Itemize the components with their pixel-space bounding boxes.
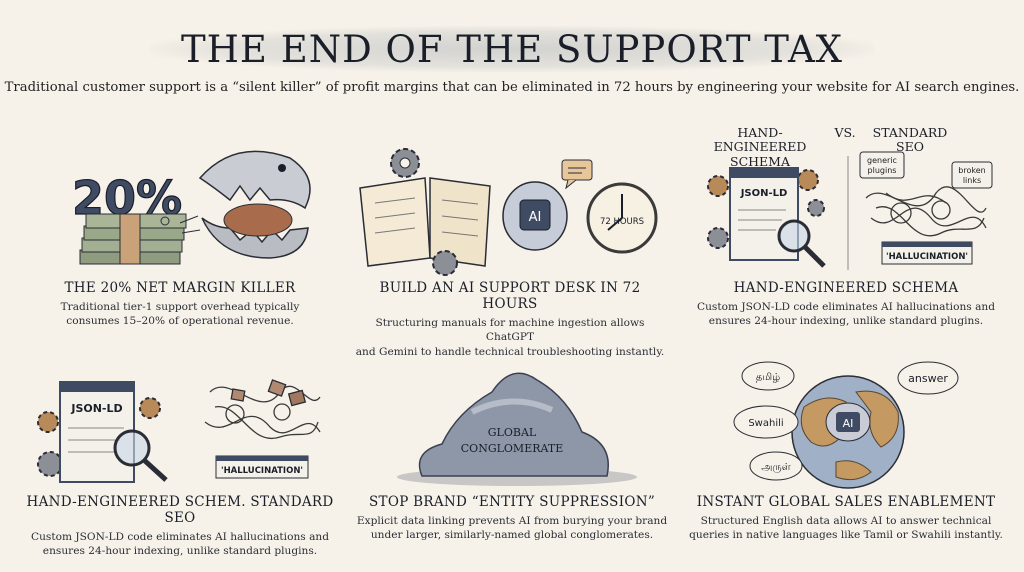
panel-body-line: under larger, similarly-named global con… <box>370 529 654 542</box>
json-ld-label: JSON-LD <box>70 402 122 415</box>
panel-global-sales: AI தமிழ் answer Swahili அருள் INSTANT GL… <box>686 352 1006 543</box>
tag-generic-plugins: generic plugins <box>859 151 905 179</box>
panel-body-line: and Gemini to handle technical troublesh… <box>355 345 665 358</box>
bubble-arul: அருள் <box>761 462 790 473</box>
tangled-chain-icon <box>204 379 321 440</box>
panel-title: HAND-ENGINEERED SCHEM. STANDARD SEO <box>26 494 334 526</box>
panel-illustration: 20% <box>20 138 340 278</box>
gear-icon <box>37 397 161 477</box>
panel-title: THE 20% NET MARGIN KILLER <box>64 280 296 296</box>
globe-languages-illustration: AI தமிழ் answer Swahili அருள் <box>733 361 959 489</box>
page-subtitle: Traditional customer support is a “silen… <box>4 80 1020 95</box>
panel-title: HAND-ENGINEERED SCHEMA <box>733 280 959 296</box>
json-ld-label: JSON-LD <box>740 188 788 199</box>
panel-body-line: Structured English data allows AI to ans… <box>700 515 992 527</box>
ai-chip-label: AI <box>529 210 542 225</box>
code-document-icon: JSON-LD <box>59 381 135 483</box>
panel-illustration: GLOBAL CONGLOMERATE <box>352 352 672 492</box>
panel-hand-engineered-schema: JSON-LD generic plugins broken links <box>686 138 1006 329</box>
blob-label-line: GLOBAL <box>488 426 537 439</box>
schema-vs-seo-illustration: JSON-LD generic plugins broken links <box>707 151 993 270</box>
dinosaur-jaw-icon <box>179 150 311 259</box>
vs-heading-left-line: HAND-ENGINEERED <box>713 125 807 155</box>
clock-icon: 72 HOURS <box>586 182 658 254</box>
manual-book-icon <box>359 177 491 267</box>
panel-body-line: Explicit data linking prevents AI from b… <box>356 515 668 527</box>
panel-body: Explicit data linking prevents AI from b… <box>352 514 672 543</box>
gear-icon <box>390 148 458 276</box>
globe-ai-label: AI <box>843 417 854 430</box>
money-stack-icon <box>79 213 187 265</box>
bubble-tamil: தமிழ் <box>756 372 780 383</box>
panel-net-margin-killer: 20% THE 20% NET MARGIN KILLER Traditiona… <box>20 138 340 329</box>
panel-body-line: ensures 24-hour indexing, unlike standar… <box>708 315 984 328</box>
clock-label: 72 HOURS <box>600 217 644 227</box>
ai-brain-chip-icon: AI <box>502 181 568 251</box>
schema-seo-illustration: JSON-LD 'HALLUC <box>37 379 321 483</box>
panel-ai-support-desk: AI 72 HOURS BUILD AN AI SUPPORT DESK IN … <box>350 138 670 359</box>
bubble-swahili: Swahili <box>748 418 783 429</box>
vs-heading-left-line: SCHEMA <box>730 153 790 169</box>
panel-body-line: Custom JSON-LD code eliminates AI halluc… <box>31 531 329 543</box>
margin-killer-illustration: 20% <box>71 150 311 265</box>
panel-body-line: ensures 24-hour indexing, unlike standar… <box>42 545 318 558</box>
panel-title: BUILD AN AI SUPPORT DESK IN 72 HOURS <box>379 280 641 312</box>
page-title: THE END OF THE SUPPORT TAX <box>180 27 844 71</box>
globe-icon: AI <box>791 375 905 489</box>
panel-body-line: queries in native languages like Tamil o… <box>689 529 1003 542</box>
title-brush-band <box>150 26 874 72</box>
vs-heading-right-line: SEO <box>896 139 924 155</box>
panel-body: Custom JSON-LD code eliminates AI halluc… <box>20 530 340 559</box>
panel-body: Traditional tier-1 support overhead typi… <box>20 300 340 329</box>
panel-body-line: consumes 15–20% of operational revenue. <box>66 315 294 328</box>
panel-illustration: AI தமிழ் answer Swahili அருள் <box>686 352 1006 492</box>
ai-desk-illustration: AI 72 HOURS <box>359 148 658 276</box>
bubble-answer: answer <box>908 372 948 385</box>
hallucination-window: 'HALLUCINATION' <box>881 241 973 265</box>
panel-body-line: Custom JSON-LD code eliminates AI halluc… <box>697 301 995 313</box>
panel-body: Structuring manuals for machine ingestio… <box>350 316 670 359</box>
vs-heading-right-line: STANDARD <box>872 125 948 140</box>
tag-generic-line: generic <box>867 156 897 165</box>
panel-illustration: JSON-LD 'HALLUC <box>20 352 340 492</box>
panel-body-line: Structuring manuals for machine ingestio… <box>375 317 645 344</box>
blob-label-line: CONGLOMERATE <box>461 442 563 455</box>
tangled-wires-icon <box>865 186 987 237</box>
tag-broken-line: links <box>963 176 981 185</box>
vs-heading-right: STANDARD SEO <box>870 125 950 155</box>
gear-icon <box>707 169 825 249</box>
vs-heading-left: HAND-ENGINEERED SCHEMA <box>700 125 820 169</box>
chat-bubble-icon <box>561 159 593 190</box>
magnifier-icon <box>113 429 168 482</box>
blob-mass-icon: GLOBAL CONGLOMERATE <box>397 372 637 486</box>
tag-broken-line: broken <box>958 166 985 175</box>
panel-illustration: JSON-LD generic plugins broken links <box>686 138 1006 278</box>
hallucination-label: 'HALLUCINATION' <box>886 252 968 262</box>
panel-entity-suppression: GLOBAL CONGLOMERATE STOP BRAND “ENTITY S… <box>352 352 672 543</box>
tag-broken-links: broken links <box>951 161 993 189</box>
panel-schema-standard-seo: JSON-LD 'HALLUC <box>20 352 340 559</box>
conglomerate-illustration: GLOBAL CONGLOMERATE <box>397 372 637 486</box>
panel-body-line: Traditional tier-1 support overhead typi… <box>60 301 300 313</box>
hallucination-window: 'HALLUCINATION' <box>215 455 309 479</box>
panel-illustration: AI 72 HOURS <box>350 138 670 278</box>
tag-generic-line: plugins <box>868 166 897 175</box>
title-wrap: THE END OF THE SUPPORT TAX <box>0 22 1024 76</box>
panel-body: Structured English data allows AI to ans… <box>686 514 1006 543</box>
panel-body: Custom JSON-LD code eliminates AI halluc… <box>686 300 1006 329</box>
vs-label: VS. <box>834 125 856 140</box>
panel-title: STOP BRAND “ENTITY SUPPRESSION” <box>368 494 656 510</box>
hallucination-label: 'HALLUCINATION' <box>221 466 303 476</box>
panel-title: INSTANT GLOBAL SALES ENABLEMENT <box>696 494 996 510</box>
magnifier-icon <box>777 219 826 268</box>
speech-bubble-icon: தமிழ் answer Swahili அருள் <box>733 361 959 481</box>
